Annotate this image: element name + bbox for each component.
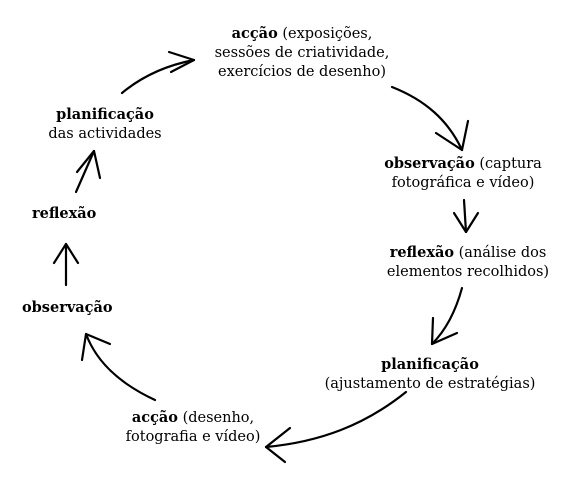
arrow-accao-to-observacao [390, 85, 470, 152]
node-accao-bottom-line-1: (desenho, [177, 410, 255, 426]
node-planificacao-right: planificação (ajustamento de estratégias… [318, 355, 542, 394]
arrow-observacao-to-reflexao [452, 198, 480, 234]
node-reflexao-left-keyword: reflexão [32, 205, 97, 222]
node-observacao-right-line-2: fotográfica e vídeo) [391, 175, 535, 191]
node-planificacao-left-keyword: planificação [56, 106, 154, 123]
arrow-planificacao-to-accao-top [120, 50, 196, 95]
node-accao-top-line-1: (exposições, [277, 26, 373, 42]
node-planificacao-left-line-2: das actividades [48, 126, 162, 142]
node-accao-top-line-3: exercícios de desenho) [218, 64, 386, 80]
arrow-reflexao-to-planificacao-left [74, 149, 102, 194]
node-planificacao-right-keyword: planificação [381, 356, 479, 373]
node-reflexao-right-line-2: elementos recolhidos) [386, 264, 550, 280]
node-accao-top: acção (exposições, sessões de criativida… [196, 24, 408, 82]
node-reflexao-right-keyword: reflexão [389, 244, 455, 261]
node-reflexao-left: reflexão [32, 204, 96, 224]
node-observacao-left: observação [22, 298, 113, 318]
node-planificacao-right-line-2: (ajustamento de estratégias) [324, 376, 536, 392]
node-accao-top-keyword: acção [231, 25, 278, 42]
node-accao-top-line-2: sessões de criatividade, [214, 45, 390, 61]
node-observacao-right: observação (captura fotográfica e vídeo) [368, 154, 558, 193]
node-observacao-left-keyword: observação [22, 299, 113, 316]
node-observacao-right-line-1: (captura [474, 156, 542, 172]
arrow-planificacao-to-accao [264, 390, 408, 464]
node-accao-bottom-line-2: fotografia e vídeo) [125, 429, 261, 445]
node-observacao-right-keyword: observação [384, 155, 475, 172]
arrow-observacao-to-reflexao-left [52, 242, 80, 287]
arrow-accao-to-observacao-left [80, 332, 157, 402]
arrow-reflexao-to-planificacao [430, 286, 464, 346]
node-reflexao-right-line-1: (análise dos [454, 245, 547, 261]
node-reflexao-right: reflexão (análise dos elementos recolhid… [380, 243, 556, 282]
node-planificacao-left: planificação das actividades [30, 105, 180, 144]
node-accao-bottom-keyword: acção [131, 409, 178, 426]
node-accao-bottom: acção (desenho, fotografia e vídeo) [118, 408, 268, 447]
